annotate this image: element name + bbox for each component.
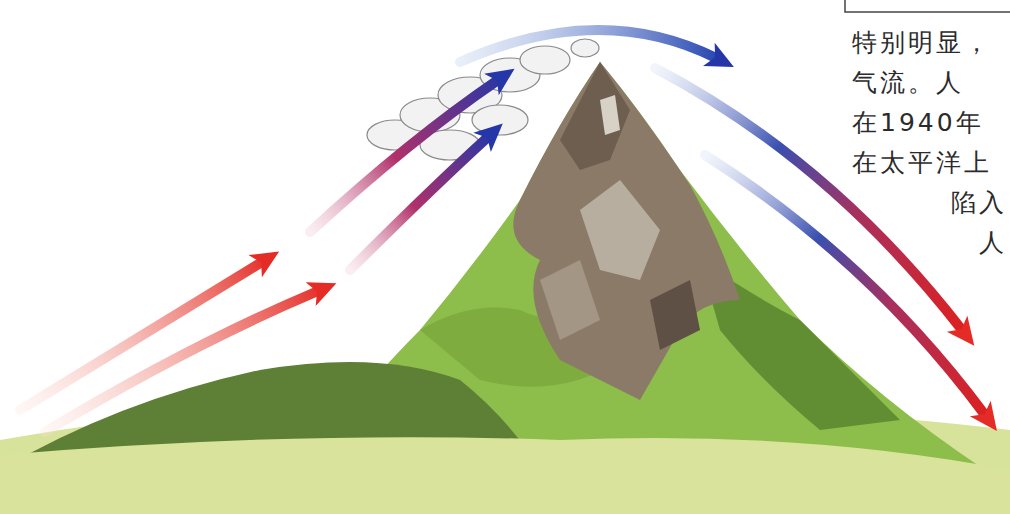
body-text-line: 特别明显，: [852, 28, 992, 58]
body-text-line: 气流。人: [852, 68, 964, 98]
body-text-line: 陷入: [951, 188, 1007, 218]
body-text-line: 在太平洋上: [852, 148, 992, 178]
airflow-arrows: [20, 30, 985, 432]
text-box-border: [845, 0, 1010, 12]
body-text-line: 在1940年: [852, 108, 984, 138]
foreground: [0, 437, 1010, 514]
body-text-line: 人: [979, 228, 1007, 258]
